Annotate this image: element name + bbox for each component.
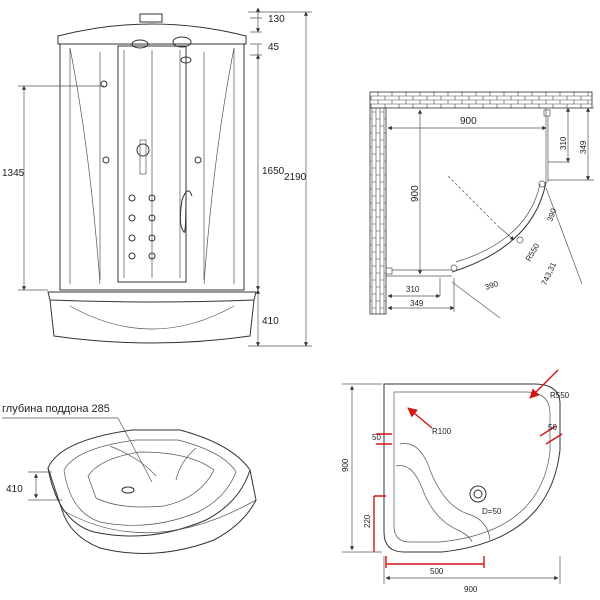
tray-front: [49, 299, 255, 344]
plan-dim-right-349: 349: [579, 140, 588, 154]
tray-rim: [47, 291, 257, 303]
hand-shower-icon: [180, 56, 192, 64]
tray-persp-height: 410: [6, 484, 23, 495]
massage-jets: [128, 194, 156, 260]
door-handle-icon: [100, 80, 108, 88]
tray-perspective-view: глубина поддона 285 410: [2, 403, 257, 554]
tray-apron: [47, 467, 257, 554]
plan-dim-bottom-349: 349: [410, 299, 424, 308]
plan-dim-390b: 390: [545, 207, 558, 223]
tray-plan-width-500: 500: [430, 567, 444, 576]
plan-dim-radius: R550: [524, 241, 542, 263]
tray-plan-radius-small: R100: [432, 427, 452, 436]
plan-dim-width: 900: [460, 116, 477, 127]
roof-vent: [139, 13, 163, 23]
tray-plan-height-900: 900: [341, 458, 350, 472]
dim-total-height: 2190: [284, 172, 307, 183]
plan-dim-height: 900: [410, 185, 421, 202]
shower-hose: [179, 62, 193, 233]
ceiling-light-icon: [131, 39, 149, 49]
tray-outer-outline: [383, 383, 561, 553]
dim-top: 130: [268, 14, 285, 25]
tray-plan-radius-large: R550: [550, 391, 570, 400]
plan-dim-right-310: 310: [559, 136, 568, 150]
plan-dim-390a: 390: [484, 279, 500, 292]
tray-plan-right-50: 50: [548, 423, 557, 432]
dim-left-height: 1345: [2, 168, 25, 179]
plan-dim-bottom-310: 310: [406, 285, 420, 294]
drain-icon: [121, 486, 135, 494]
tray-top-outline: [47, 429, 251, 537]
tray-plan-left-50: 50: [372, 433, 381, 442]
plan-dim-diagonal: 743,31: [540, 260, 559, 286]
plan-view: 900 900 310 349 310 349 390 390 R550 743…: [369, 91, 594, 319]
tray-plan-offset-220: 220: [363, 514, 372, 528]
rain-shower-icon: [172, 36, 192, 48]
mixer-knob-icon: [136, 143, 150, 157]
dim-tray-height: 410: [262, 316, 279, 327]
cabin-frame: [59, 44, 245, 291]
tray-plan-view: D=50 R550 R100 50 50 220 500 900 900: [341, 369, 570, 594]
cabin-roof: [57, 23, 247, 45]
dim-inner-height: 1650: [262, 166, 285, 177]
dim-roof: 45: [268, 42, 280, 53]
tray-plan-width-900: 900: [464, 585, 478, 594]
drain-outer-icon: [469, 485, 487, 503]
wall-left: [369, 107, 387, 315]
tray-plan-drain: D=50: [482, 507, 502, 516]
cabin-front-view: 130 45 1650 2190 410 1345: [2, 7, 312, 347]
wall-top: [369, 91, 593, 109]
curved-door: [451, 181, 547, 273]
tray-depth-caption: глубина поддона 285: [2, 403, 110, 415]
